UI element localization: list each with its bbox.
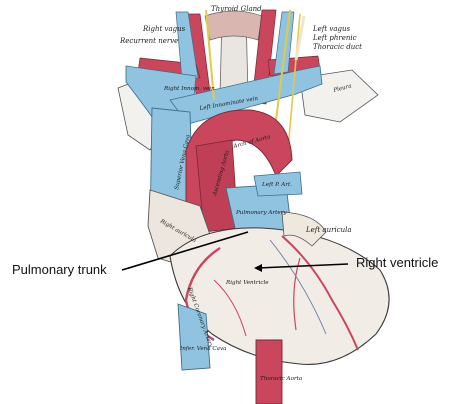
callout-right-ventricle: Right ventricle bbox=[356, 255, 439, 270]
label-left-auricula: Left auricula bbox=[305, 226, 352, 234]
label-thoracic-aorta: Thoracic Aorta bbox=[260, 376, 302, 382]
label-pleura: Pleura bbox=[332, 83, 352, 94]
right-jugular-vein bbox=[175, 11, 199, 81]
right-ventricle-arrowhead bbox=[254, 264, 262, 272]
thyroid-gland bbox=[204, 10, 263, 41]
label-right-innominate-vein: Right Innom. vein bbox=[163, 86, 215, 92]
coronary-vein bbox=[269, 239, 327, 335]
anterior-descending-artery bbox=[281, 235, 359, 351]
label-pulmonary-artery: Pulmonary Artery bbox=[235, 210, 287, 216]
right-vagus-nerve bbox=[205, 9, 215, 101]
label-thoracic-duct: Thoracic duct bbox=[313, 43, 362, 51]
label-left-phrenic: Left phrenic bbox=[312, 34, 357, 42]
label-inferior-vena-cava: Infer. Vena Cava bbox=[179, 346, 226, 352]
left-phrenic-nerve bbox=[287, 13, 301, 151]
thoracic-duct bbox=[294, 15, 306, 61]
callout-pulmonary-trunk: Pulmonary trunk bbox=[12, 262, 107, 277]
right-ventricle-leader bbox=[257, 263, 349, 269]
pulmonary-trunk-leader bbox=[121, 231, 249, 271]
thoracic-aorta bbox=[255, 339, 283, 404]
label-recurrent-nerve: Recurrent nerve bbox=[119, 37, 178, 45]
inferior-vena-cava bbox=[177, 303, 211, 371]
left-pulmonary-artery bbox=[253, 171, 303, 197]
left-vagus-nerve bbox=[275, 9, 291, 121]
left-auricula bbox=[281, 211, 327, 247]
label-thyroid-gland: Thyroid Gland bbox=[211, 5, 262, 13]
coronary-branch-a bbox=[293, 257, 301, 331]
coronary-branch-b bbox=[213, 279, 247, 337]
heart-ventricles bbox=[169, 227, 390, 365]
label-right-ventricle-engraved: Right Ventricle bbox=[225, 280, 269, 286]
label-right-vagus: Right vagus bbox=[142, 25, 186, 33]
label-left-pulmonary-artery: Left P. Art. bbox=[261, 182, 292, 188]
label-left-vagus: Left vagus bbox=[312, 25, 351, 33]
